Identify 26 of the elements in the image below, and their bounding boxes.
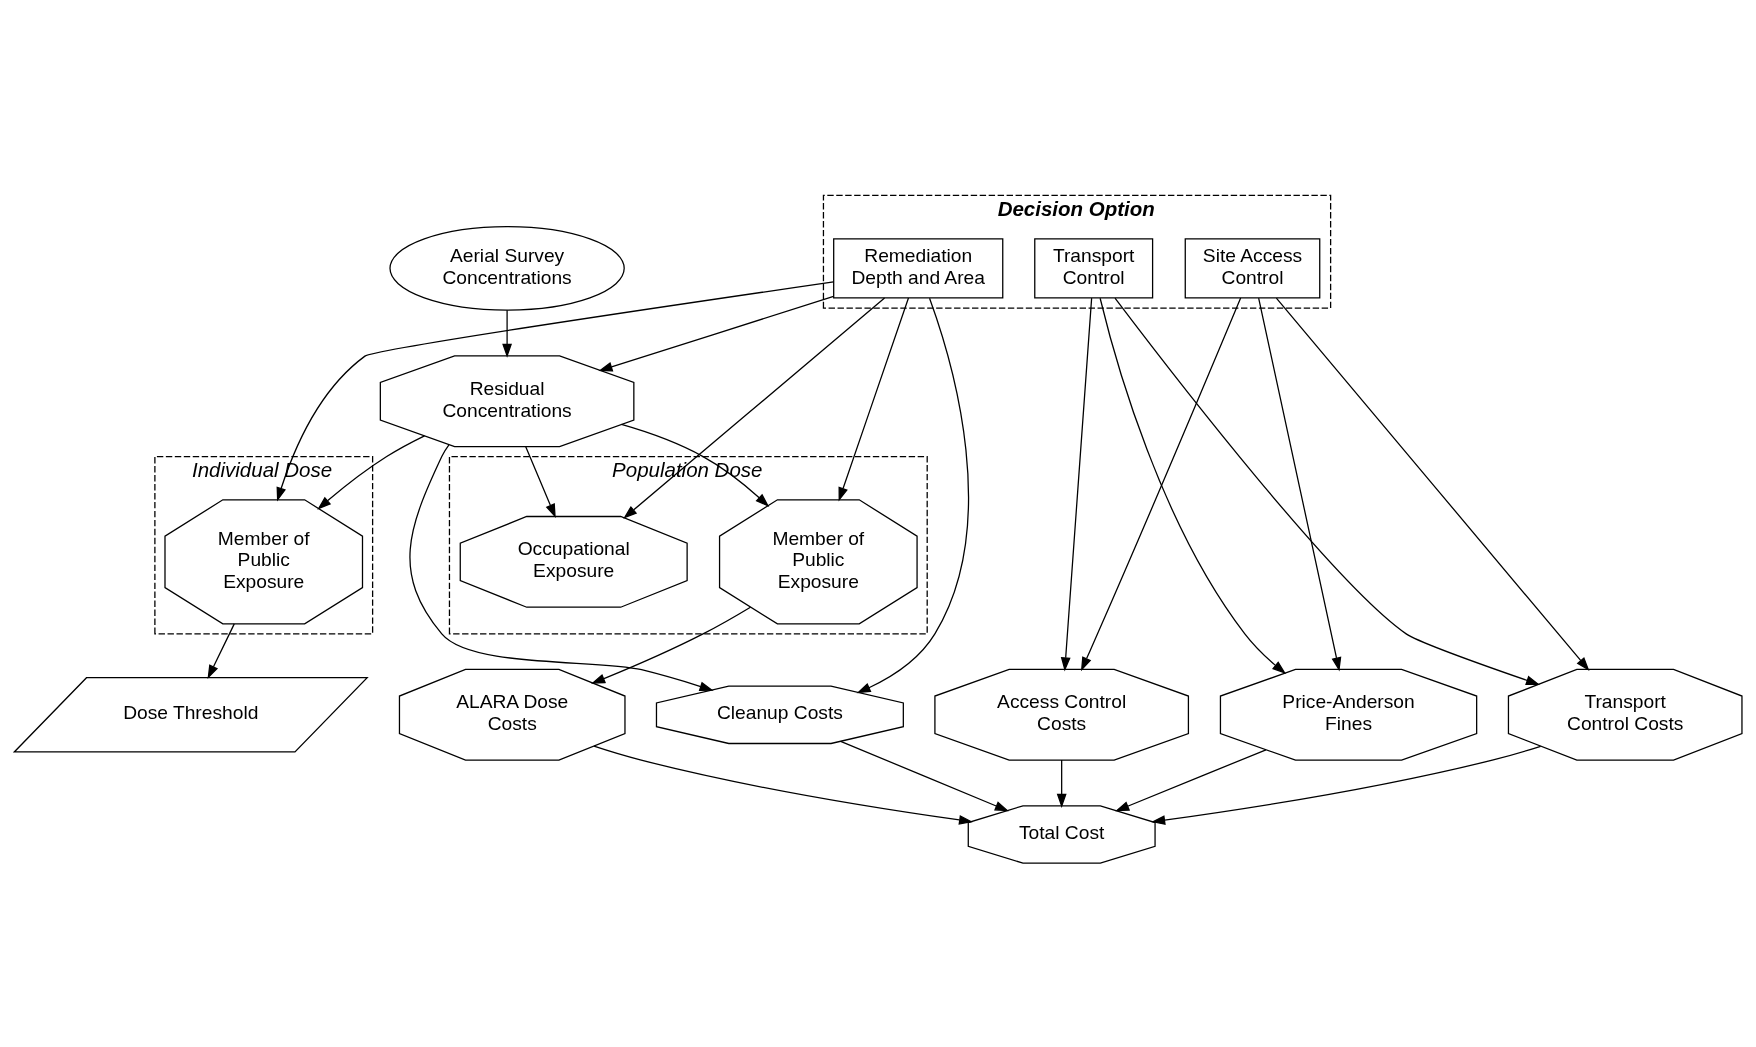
arrow: [1060, 296, 1093, 671]
arrow: [598, 295, 835, 371]
arrow: [502, 309, 513, 358]
arrow: [1275, 296, 1590, 671]
arrow: [317, 434, 426, 510]
arrow: [1099, 297, 1287, 674]
arrow: [1115, 748, 1267, 811]
arrow: [593, 745, 974, 825]
arrow: [1056, 758, 1067, 808]
arrow: [856, 297, 969, 693]
arrow: [409, 443, 714, 691]
arrow: [591, 606, 752, 684]
arrow: [276, 280, 835, 502]
arrow: [1080, 296, 1242, 671]
arrow: [838, 296, 910, 502]
node-box: Site Access Control: [1184, 237, 1321, 298]
arrow: [525, 445, 556, 518]
arrow: [207, 622, 235, 679]
node-box: Remediation Depth and Area: [833, 237, 1004, 298]
node-ellipse: Aerial Survey Concentrations: [389, 225, 625, 311]
arrow: [840, 740, 1009, 811]
arrow: [1258, 296, 1342, 671]
node-box: Transport Control: [1034, 237, 1154, 298]
arrow: [1151, 745, 1542, 825]
arrow: [1114, 296, 1541, 685]
arrow: [623, 296, 886, 519]
